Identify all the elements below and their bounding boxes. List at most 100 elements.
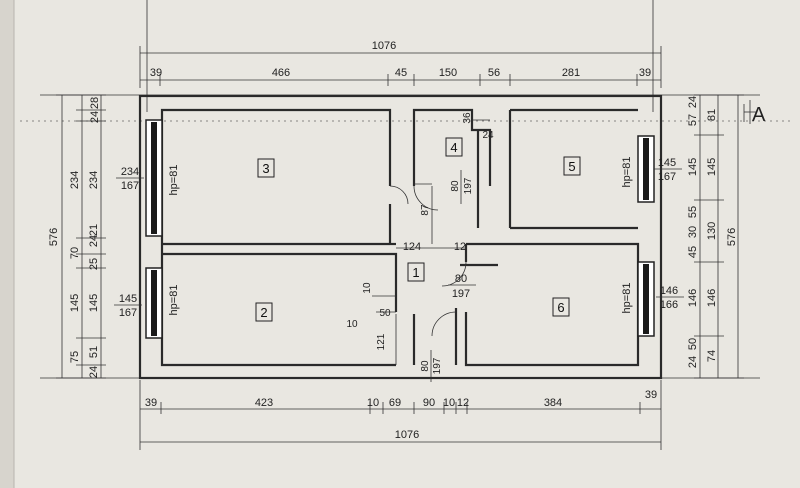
dim-87: 87 [420,204,431,216]
room-1: 1 [407,262,425,282]
room-4-number: 4 [450,140,457,155]
right-outer-1: 81 [706,109,718,121]
axis-marker-a: A [744,100,766,126]
right-inner-7: 146 [687,289,699,307]
dim-124: 124 [403,241,421,253]
left-inner-1: 24 [89,111,101,123]
left-inner-3: 24 [88,235,100,247]
bottom-dim-6: 10 [443,397,455,409]
window-room5-height: 167 [658,171,676,183]
window-room3-width: 234 [121,166,139,178]
dim-24: 24 [482,130,494,141]
bottom-total-dim: 1076 [395,429,419,441]
left-dimensions: 576 28 234 70 145 75 24 234 24 21 25 145… [48,94,106,379]
left-outer-4: 145 [69,294,81,312]
right-inner-4: 45 [687,246,699,258]
right-inner-5: 30 [687,226,699,238]
right-outer-3: 130 [706,222,718,240]
right-inner-6: 55 [687,206,699,218]
right-outer-4: 146 [706,289,718,307]
dim-36: 36 [462,112,473,124]
top-dim-6: 281 [562,67,580,79]
bottom-dim-3: 10 [367,397,379,409]
window-room6-sill: hp=81 [621,283,633,314]
top-dimensions: 1076 39 466 45 150 56 281 39 [139,40,662,88]
left-inner-2: 234 [88,171,100,189]
window-room6-height: 166 [660,299,678,311]
right-inner-9: 50 [687,338,699,350]
left-inner-5: 25 [88,258,100,270]
dim-121: 121 [376,333,387,350]
window-room6-width: 146 [660,285,678,297]
window-room6 [637,261,655,337]
room-3-number: 3 [262,161,269,176]
left-outer-2: 234 [69,171,81,189]
window-room3-sill: hp=81 [168,165,180,196]
window-room2 [145,267,163,339]
door-entry-height: 197 [432,357,443,374]
dim-12: 12 [454,241,466,253]
dim-50: 50 [379,308,391,319]
axis-label: A [752,104,766,126]
room-2-number: 2 [260,305,267,320]
right-total-dim: 576 [726,228,738,246]
bottom-dim-7: 12 [457,397,469,409]
top-dim-2: 466 [272,67,290,79]
room-5-number: 5 [568,159,575,174]
bottom-dim-1: 39 [145,397,157,409]
right-inner-1: 57 [687,114,699,126]
bottom-dim-5: 90 [423,397,435,409]
left-outer-3: 70 [69,247,81,259]
bottom-dimensions: 39 423 10 69 90 10 12 384 39 1076 [140,389,661,443]
right-dimensions: 57 24 145 45 30 55 146 24 50 81 145 130 … [687,94,745,379]
window-room2-sill: hp=81 [168,285,180,316]
door-labels: 80 197 80 197 80 197 [420,170,476,382]
door-entry-width: 80 [420,360,431,372]
top-total-dim: 1076 [372,40,396,52]
room-5: 5 [563,156,581,176]
walls [138,94,663,380]
bottom-dim-9: 39 [645,389,657,401]
window-room3-height: 167 [121,180,139,192]
room-3: 3 [257,158,275,178]
door-room1-width: 80 [455,273,467,285]
door-swings [389,185,467,337]
window-room3 [145,119,163,237]
right-inner-8: 24 [687,356,699,368]
left-inner-7: 24 [88,366,100,378]
right-outer-2: 145 [706,158,718,176]
door-room4-height: 197 [463,177,474,194]
left-inner-6: 145 [88,294,100,312]
room-4: 4 [445,137,463,157]
left-total-dim: 576 [48,228,60,246]
left-outer-1: 28 [89,97,101,109]
left-outer-5: 75 [69,351,81,363]
dim-10-b: 10 [346,319,358,330]
bottom-dim-2: 423 [255,397,273,409]
top-dim-5: 56 [488,67,500,79]
top-dim-3: 45 [395,67,407,79]
interior-dimension-lines [372,119,490,365]
bottom-dim-4: 69 [389,397,401,409]
room-2: 2 [255,302,273,322]
window-room2-width: 145 [119,293,137,305]
left-inner-4: 21 [88,224,100,236]
left-inner-8: 51 [88,346,100,358]
dim-10-a: 10 [362,282,373,294]
door-room4-width: 80 [450,180,461,192]
top-dim-1: 39 [150,67,162,79]
window-room5-sill: hp=81 [621,157,633,188]
bottom-dim-8: 384 [544,397,562,409]
window-room5-width: 145 [658,157,676,169]
interior-dims: 124 12 87 36 24 10 10 50 121 [346,112,494,350]
window-labels: 234 167 hp=81 145 167 hp=81 145 167 hp=8… [114,157,684,319]
window-room2-height: 167 [119,307,137,319]
right-inner-2: 24 [687,96,699,108]
room-1-number: 1 [412,265,419,280]
room-labels: 1 2 3 4 5 6 [255,137,581,322]
room-6: 6 [552,297,570,317]
window-room5 [637,135,655,203]
top-dim-4: 150 [439,67,457,79]
room-6-number: 6 [557,300,564,315]
